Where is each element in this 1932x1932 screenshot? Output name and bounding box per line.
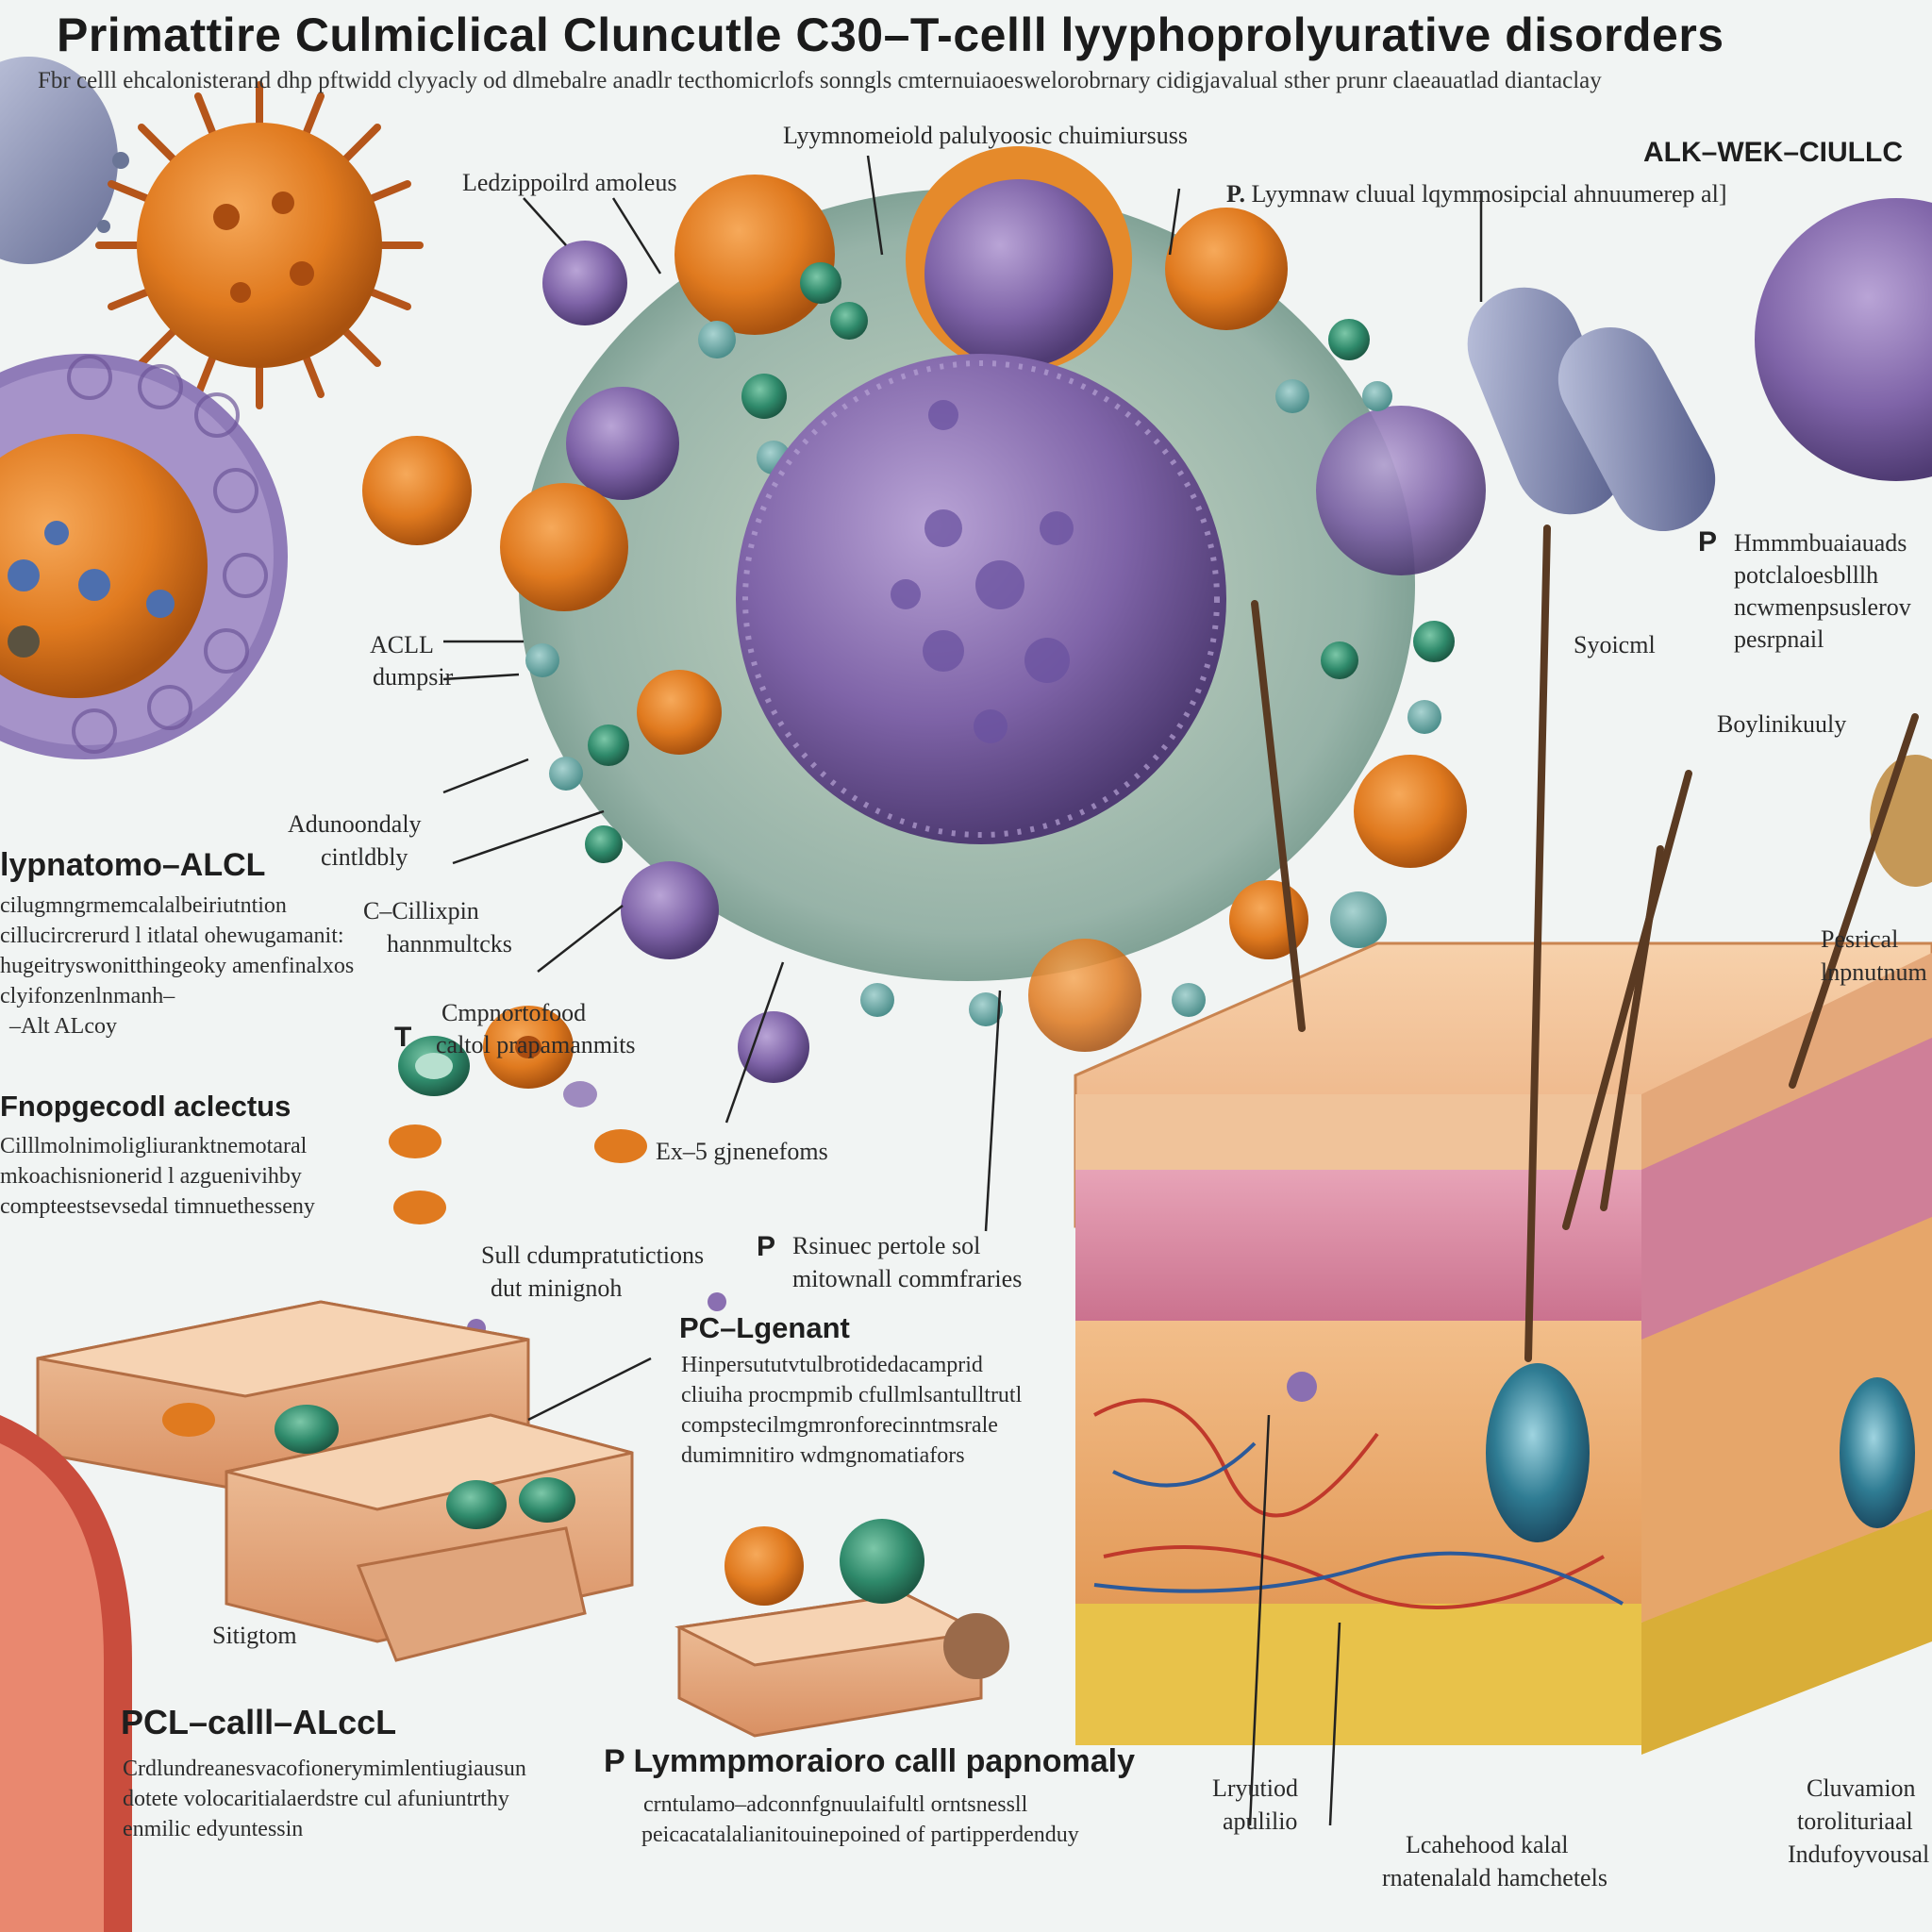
leader-lines (442, 155, 1483, 1826)
label-top-center: Lyymnomeiold palulyoosic chuimiursuss (783, 122, 1188, 149)
label-right-p-letter: P (1698, 526, 1718, 558)
label-right-p-4: pesrpnail (1734, 625, 1824, 653)
label-cluvamion-sub: torolituriaal (1797, 1807, 1913, 1835)
large-purple-ringed-cell (0, 354, 288, 759)
label-c-cell: C–Cillixpin (363, 897, 479, 924)
label-nucleus: Ledzippoilrd amoleus (462, 169, 677, 196)
label-right-p-2: potclaloesblllh (1734, 561, 1879, 589)
small-tissue-slab (675, 1519, 1009, 1738)
spiky-orange-cell (95, 81, 424, 409)
section-left1-line1: cilugmngrmemcalalbeiriutntion (0, 893, 287, 918)
skin-cross-section (1074, 525, 1932, 1755)
label-boylinikuuly: Boylinikuuly (1717, 710, 1847, 738)
section-left1-line2: cillucircrerurd l itlatal ohewugamanit: (0, 924, 344, 948)
section-left1-line4: clyifonzenlnmanh– (0, 984, 175, 1008)
label-ex5: Ex–5 gjnenefoms (656, 1138, 828, 1165)
label-p-letter: P. (1226, 180, 1245, 208)
section-left2-line1: Cilllmolnimoligliuranktnemotaral (0, 1134, 308, 1158)
label-compartment-sub: caltol prapamanmits (436, 1031, 636, 1058)
label-t-letter: T (394, 1022, 412, 1053)
blood-vessel-fragment-left (0, 1415, 132, 1932)
tan-granular-cell-right (1870, 755, 1932, 887)
fuzzy-purple-cell-right (1755, 198, 1932, 481)
section-pcl-alccl-heading: PCL–calll–ALccL (121, 1703, 397, 1741)
label-cluvamion-sub2: Indufoyvousal (1788, 1840, 1930, 1868)
scattered-small-cells (362, 241, 726, 1338)
section-pcl-alccl-line2: dotete volocaritialaerdstre cul afuniunt… (123, 1787, 509, 1811)
label-p-resin: Rsinuec pertole sol (792, 1232, 981, 1259)
section-pcl-alccl-line1: Crdlundreanesvacofionerymimlentiugiausun (123, 1757, 526, 1781)
label-syoicml: Syoicml (1574, 631, 1656, 658)
label-sull-sub: dut minignoh (491, 1274, 623, 1302)
section-pcl-legenant-line4: dumimnitiro wdmgnomatiafors (681, 1443, 965, 1468)
section-pcl-legenant-line1: Hinpersututvtulbrotidedacamprid (681, 1353, 983, 1377)
section-pcl-legenant-heading: PC–Lgenant (679, 1311, 850, 1344)
section-pcl-legenant-line3: compstecilmgmronforecinntmsrale (681, 1413, 998, 1438)
label-pesrical-sub: lnpnutnum (1821, 958, 1927, 986)
section-left1-heading: lypnatomo–ALCL (0, 847, 266, 883)
label-p-resin-letter: P (757, 1231, 776, 1262)
label-alk-corner: ALK–WEK–CIULLC (1643, 137, 1903, 168)
label-adundance: Adunoondaly (288, 810, 422, 838)
section-p-lymphomaioro-heading: P Lymmpmoraioro calll papnomaly (604, 1743, 1136, 1779)
label-acll-sub: dumpsir (373, 663, 454, 691)
section-left1-line5: –Alt ALcoy (9, 1014, 117, 1039)
section-p-lymphomaioro-line2: peicacatalalianitouinepoined of partippe… (641, 1823, 1079, 1847)
label-right-p-1: Hmmmbuaiauads (1734, 529, 1907, 557)
section-left2-heading: Fnopgecodl aclectus (0, 1090, 291, 1123)
page-title: Primattire Culmiclical Cluncutle C30–T-c… (57, 8, 1724, 61)
blue-cell-fragment-top-left (0, 57, 129, 264)
label-lryutiod-sub: apulilio (1223, 1807, 1298, 1835)
central-cell-cluster (500, 146, 1486, 1083)
label-sitigtom: Sitigtom (212, 1622, 297, 1649)
section-p-lymphomaioro-line1: crntulamo–adconnfgnuulaifultl orntsnessl… (643, 1792, 1028, 1817)
label-sull: Sull cdumpratutictions (481, 1241, 705, 1269)
section-pcl-legenant-line2: cliuiha procmpmib cfullmlsantulltrutl (681, 1383, 1023, 1407)
label-adundance-sub: cintldbly (321, 843, 408, 871)
section-left1-line3: hugeitryswonitthingeoky amenfinalxos (0, 954, 355, 978)
label-c-cell-sub: hannmultcks (387, 930, 512, 958)
label-compartment: Cmpnortofood (441, 999, 587, 1026)
label-p-text: Lyymnaw cluual lqymmosipcial ahnuumerep … (1251, 180, 1727, 208)
section-left2-line3: compteestsevsedal timnuethesseny (0, 1194, 315, 1219)
label-right-p-3: ncwmenpsuslerov (1734, 593, 1911, 621)
page-subtitle: Fbr celll ehcalonisterand dhp pftwidd cl… (38, 68, 1602, 93)
label-cluvamion: Cluvamion (1807, 1774, 1916, 1802)
tissue-block-stack (36, 1300, 634, 1662)
label-p-resin-sub: mitownall commfraries (792, 1265, 1023, 1292)
label-p-lymphocyte: P. Lyymnaw cluual lqymmosipcial ahnuumer… (1226, 179, 1726, 208)
section-left2-line2: mkoachisnionerid l azguenivihby (0, 1164, 302, 1189)
blue-rod-bacteria (1467, 287, 1716, 531)
label-acll: ACLL (370, 631, 434, 658)
section-pcl-alccl-line3: enmilic edyuntessin (123, 1817, 304, 1841)
label-pesrical: Pesrical (1821, 925, 1899, 953)
label-lcahehood: Lcahehood kalal (1406, 1831, 1569, 1858)
label-lcahehood-sub: rnatenalald hamchetels (1382, 1864, 1607, 1891)
label-lryutiod: Lryutiod (1212, 1774, 1298, 1802)
